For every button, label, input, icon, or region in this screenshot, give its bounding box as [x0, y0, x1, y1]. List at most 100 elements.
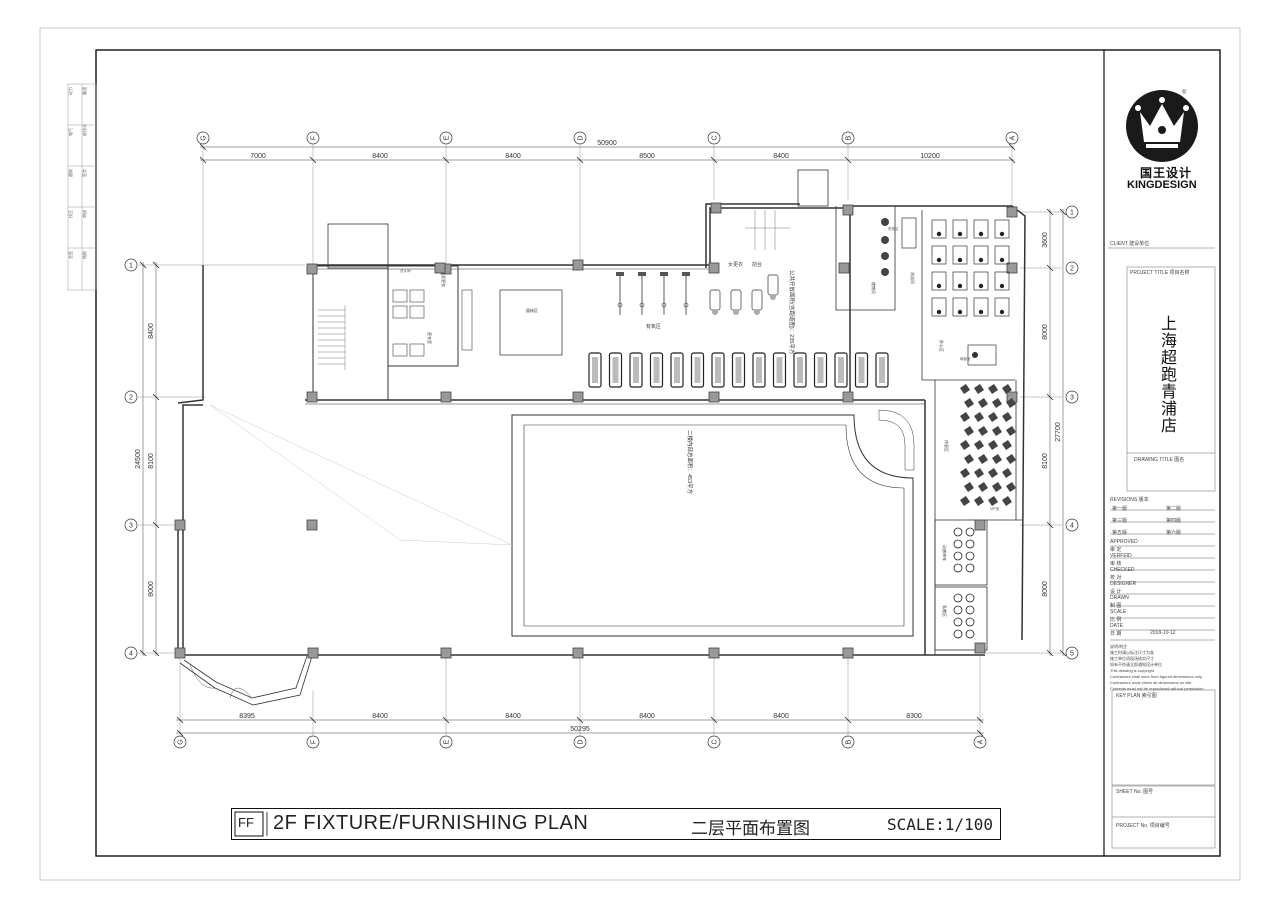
treadmill-belt: [715, 357, 721, 383]
spin-bike: [1002, 496, 1012, 506]
dim-right: 8000: [1042, 581, 1049, 597]
column: [1006, 262, 1018, 274]
stool: [881, 218, 889, 226]
grid-bubble-A: A: [973, 735, 987, 749]
room-e-label: 储物间: [871, 282, 877, 294]
side-strip-text: 签字: [81, 169, 87, 177]
svg-text:A: A: [978, 739, 985, 744]
chair: [936, 231, 942, 237]
spin-bike: [1006, 398, 1016, 408]
room-b-label: 男更衣: [441, 275, 447, 287]
spin-bike: [974, 496, 984, 506]
shading-lines: [209, 404, 513, 546]
side-strip-text: 建筑: [67, 169, 73, 177]
spin-bike: [960, 440, 970, 450]
spin-bike: [960, 412, 970, 422]
column: [842, 391, 854, 403]
scale-cn: 比 例: [1110, 617, 1122, 623]
column: [974, 519, 986, 531]
svg-text:1: 1: [129, 263, 133, 270]
weight-top: [682, 272, 690, 276]
locker-seat: [965, 617, 975, 627]
spin-bike: [1006, 426, 1016, 436]
drawn-cn: 制 图: [1110, 603, 1122, 609]
svg-text:B: B: [846, 135, 853, 140]
svg-text:1: 1: [1070, 210, 1074, 217]
curtain-wall: [179, 652, 314, 706]
drawing-code: FF: [238, 815, 254, 830]
treadmill: [752, 352, 766, 388]
treadmill: [670, 352, 684, 388]
room-f-label: 淋浴间: [910, 272, 916, 284]
grid-bubble-A: A: [1005, 131, 1019, 145]
room-d-label: 前台: [752, 261, 762, 268]
title-block-lines: [1108, 247, 1216, 849]
weight-plate: [639, 302, 645, 308]
dim-top: 8400: [372, 153, 388, 160]
client-label: CLIENT 建设单位: [1110, 241, 1150, 247]
svg-text:3: 3: [129, 523, 133, 530]
column: [440, 647, 452, 659]
rev-3: 第三版: [1112, 518, 1128, 524]
locker-seat: [953, 629, 963, 639]
treadmill: [690, 352, 705, 388]
spin-bike: [978, 398, 988, 408]
grid-bubble-C: C: [707, 131, 721, 145]
chair: [978, 231, 984, 237]
kingdesign-logo: [1126, 90, 1198, 162]
treadmill: [649, 352, 664, 388]
dim-bottom: 8400: [372, 713, 388, 720]
spin-bike: [1002, 412, 1012, 422]
svg-text:F: F: [311, 136, 318, 140]
grid-bubble-B: B: [841, 735, 855, 749]
note-7: Contractors must check all dimensions on…: [1110, 680, 1193, 685]
spin-bike: [988, 496, 998, 506]
grid-bubble-3: 3: [124, 518, 138, 532]
pool-area-label: 二楼内部总面积：453平方: [686, 430, 694, 495]
chair: [999, 231, 1005, 237]
spin-bike: [992, 426, 1002, 436]
treadmill: [854, 352, 869, 388]
desk: [952, 297, 968, 317]
column: [842, 204, 854, 216]
locker-seat: [965, 605, 975, 615]
rev-4: 第四版: [1166, 518, 1182, 524]
grid-bubble-E: E: [439, 131, 453, 145]
spin-bike: [974, 440, 984, 450]
brand-name-en: KINGDESIGN: [1127, 179, 1197, 191]
dim-top: 8500: [639, 153, 655, 160]
treadmill-belt: [879, 357, 885, 383]
grid-bubble-right-3: 3: [1065, 390, 1079, 404]
spin-bike: [988, 468, 998, 478]
desk: [994, 245, 1010, 265]
note-6: Contractors shall work from figured dime…: [1110, 674, 1203, 679]
title-bar-frame: [231, 808, 1001, 840]
treadmill-belt: [797, 357, 803, 383]
column: [838, 262, 850, 274]
note-1: 说明/附注: [1110, 644, 1128, 649]
chair: [957, 231, 963, 237]
svg-text:E: E: [444, 739, 451, 744]
reception-chair: [972, 352, 978, 358]
bench: [730, 289, 742, 311]
svg-text:G: G: [201, 135, 208, 140]
checked-label: CHECKED: [1110, 567, 1135, 573]
spin-bike: [992, 454, 1002, 464]
verified-label: VERFEID: [1110, 553, 1132, 559]
column: [974, 642, 986, 654]
desk: [994, 297, 1010, 317]
room-a-label: 更衣室: [427, 332, 433, 344]
desk: [973, 219, 989, 239]
dim-left: 8000: [148, 581, 155, 597]
grid-bubble-right-5: 5: [1065, 646, 1079, 660]
dim-top: 10200: [920, 153, 940, 160]
spin-bike: [960, 384, 970, 394]
spin-bike: [1002, 440, 1012, 450]
building-walls: [177, 169, 1026, 656]
weight-top: [616, 272, 624, 276]
room-h-label: 休息区: [944, 440, 950, 452]
svg-text:2: 2: [129, 395, 133, 402]
locker-seat: [953, 617, 963, 627]
dim-left: 8100: [148, 453, 155, 469]
bench-seat: [754, 309, 760, 315]
